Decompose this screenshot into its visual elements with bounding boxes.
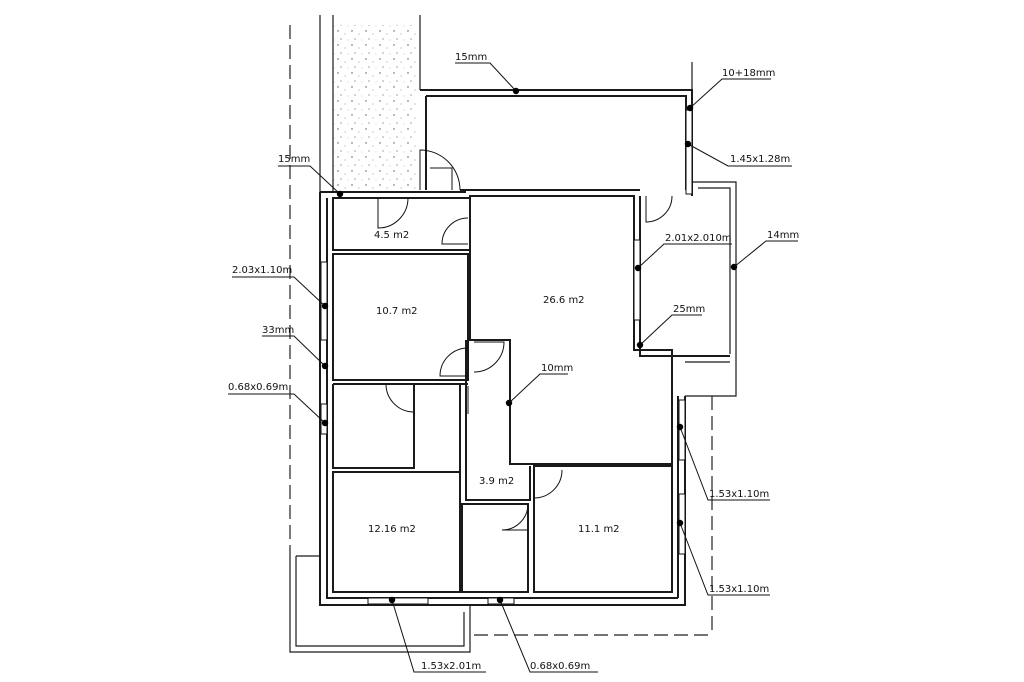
annotation-2: 10+18mm: [686, 68, 775, 112]
room-bedroom-2-walls: [332, 471, 461, 593]
window-bedroom-2: [367, 597, 429, 605]
annotation-label: 1.53x1.10m: [709, 489, 769, 500]
annotation-10: 10mm: [505, 363, 573, 407]
room-bedroom-3-walls: [533, 465, 673, 593]
annotation-7: 2.03x1.10m: [232, 265, 329, 310]
room-bedroom-1-walls: [332, 253, 469, 381]
door-bedroom-3: [533, 469, 563, 499]
annotation-label: 0.68x0.69m: [530, 661, 590, 672]
annotation-label: 1.45x1.28m: [730, 154, 790, 165]
annotation-label: 0.68x0.69m: [228, 382, 288, 393]
annotation-label: 1.53x1.10m: [709, 584, 769, 595]
door-balcony: [645, 195, 673, 223]
annotation-14: 1.53x2.01m: [388, 596, 486, 673]
annotation-label: 25mm: [673, 304, 705, 315]
room-closet-walls: [332, 383, 468, 469]
annotation-label: 2.03x1.10m: [232, 265, 292, 276]
annotation-label: 10mm: [541, 363, 573, 374]
annotation-12: 1.53x1.10m: [676, 423, 770, 501]
room-area-bedroom-2: 12.16 m2: [368, 524, 416, 535]
window-top-right: [685, 109, 693, 195]
outer-shell-inner: [326, 198, 678, 599]
door-entry: [419, 149, 461, 191]
annotation-15: 0.68x0.69m: [496, 596, 598, 673]
room-area-living: 26.6 m2: [543, 295, 585, 306]
annotation-label: 15mm: [278, 154, 310, 165]
room-bath-walls: [461, 503, 529, 593]
annotation-9: 33mm: [262, 325, 329, 370]
annotation-5: 2.01x2.010m: [634, 233, 732, 272]
window-bedroom-1: [320, 261, 328, 341]
annotation-label: 14mm: [767, 230, 799, 241]
right-balcony-outer: [685, 181, 737, 397]
room-area-hall: 4.5 m2: [374, 230, 409, 241]
annotation-13: 1.53x1.10m: [676, 519, 770, 596]
annotation-label: 15mm: [455, 52, 487, 63]
window-living-balcony: [633, 239, 641, 321]
room-area-corridor: 3.9 m2: [479, 476, 514, 487]
annotation-label: 2.01x2.010m: [665, 233, 732, 244]
annotation-label: 33mm: [262, 325, 294, 336]
annotation-6: 14mm: [730, 230, 799, 271]
annotation-label: 1.53x2.01m: [421, 661, 481, 672]
terrain-strip: [333, 25, 417, 193]
door-hall: [377, 197, 409, 229]
annotation-3: 1.45x1.28m: [684, 140, 792, 167]
lower-balcony-outer: [289, 550, 471, 653]
window-closet: [320, 403, 328, 435]
room-area-bedroom-1: 10.7 m2: [376, 306, 418, 317]
door-entry-frame: [430, 167, 453, 190]
door-hall-right: [441, 217, 469, 245]
annotation-11: 0.68x0.69m: [228, 382, 329, 427]
top-room-walls: [420, 89, 693, 196]
annotation-8: 25mm: [636, 304, 705, 349]
door-bath: [501, 503, 529, 531]
door-bedroom-1: [439, 347, 469, 377]
room-hall-walls: [332, 197, 471, 251]
corridor-walls: [465, 340, 531, 501]
room-area-bedroom-3: 11.1 m2: [578, 524, 620, 535]
right-balcony-inner: [698, 187, 731, 354]
door-living: [473, 341, 505, 373]
room-living-walls: [469, 195, 673, 465]
annotation-4: 15mm: [278, 154, 344, 198]
annotation-1: 15mm: [455, 52, 520, 95]
lower-balcony-inner: [295, 555, 465, 647]
annotation-label: 10+18mm: [722, 68, 775, 79]
door-closet: [385, 383, 415, 413]
